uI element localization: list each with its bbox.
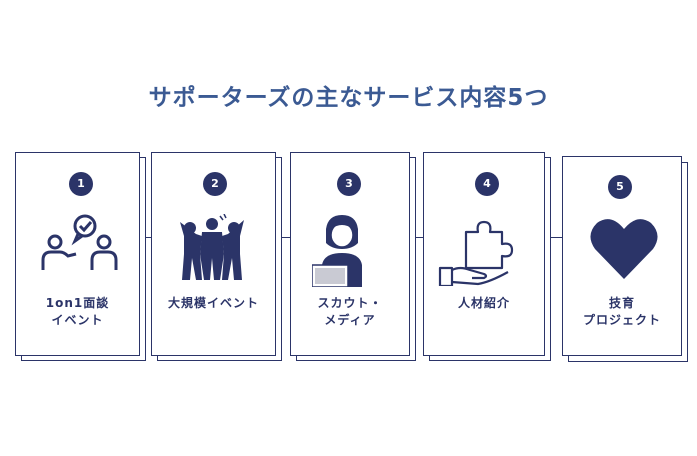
page-title: サポーターズの主なサービス内容5つ	[148, 85, 549, 111]
service-label-line: プロジェクト	[582, 313, 661, 327]
service-label: スカウト・ メディア	[290, 295, 410, 329]
service-number-badge: 4	[475, 172, 499, 196]
service-label-line: メディア	[324, 313, 376, 327]
heart-icon	[590, 219, 658, 279]
connector-line	[412, 237, 424, 238]
service-number-badge: 2	[203, 172, 227, 196]
connector-line	[140, 237, 152, 238]
service-label-line: 技育	[608, 296, 635, 310]
service-label-line: 人材紹介	[457, 296, 510, 310]
service-label: 大規模イベント	[151, 295, 276, 312]
puzzle-hand-icon	[438, 220, 514, 286]
service-number-badge: 1	[69, 172, 93, 196]
service-label: 1on1面談 イベント	[15, 295, 140, 329]
service-number-badge: 3	[337, 172, 361, 196]
service-number-badge: 5	[608, 175, 632, 199]
service-label: 技育 プロジェクト	[562, 295, 682, 329]
service-label-line: 大規模イベント	[167, 296, 259, 310]
service-label: 人材紹介	[423, 295, 545, 312]
service-label-line: スカウト・	[317, 296, 383, 310]
person-laptop-icon	[312, 215, 362, 287]
service-label-line: 1on1面談	[45, 296, 110, 310]
connector-line	[276, 237, 291, 238]
one-on-one-meeting-icon	[41, 214, 118, 270]
crowd-event-icon	[180, 214, 244, 280]
connector-line	[548, 237, 563, 238]
service-label-line: イベント	[51, 313, 104, 327]
